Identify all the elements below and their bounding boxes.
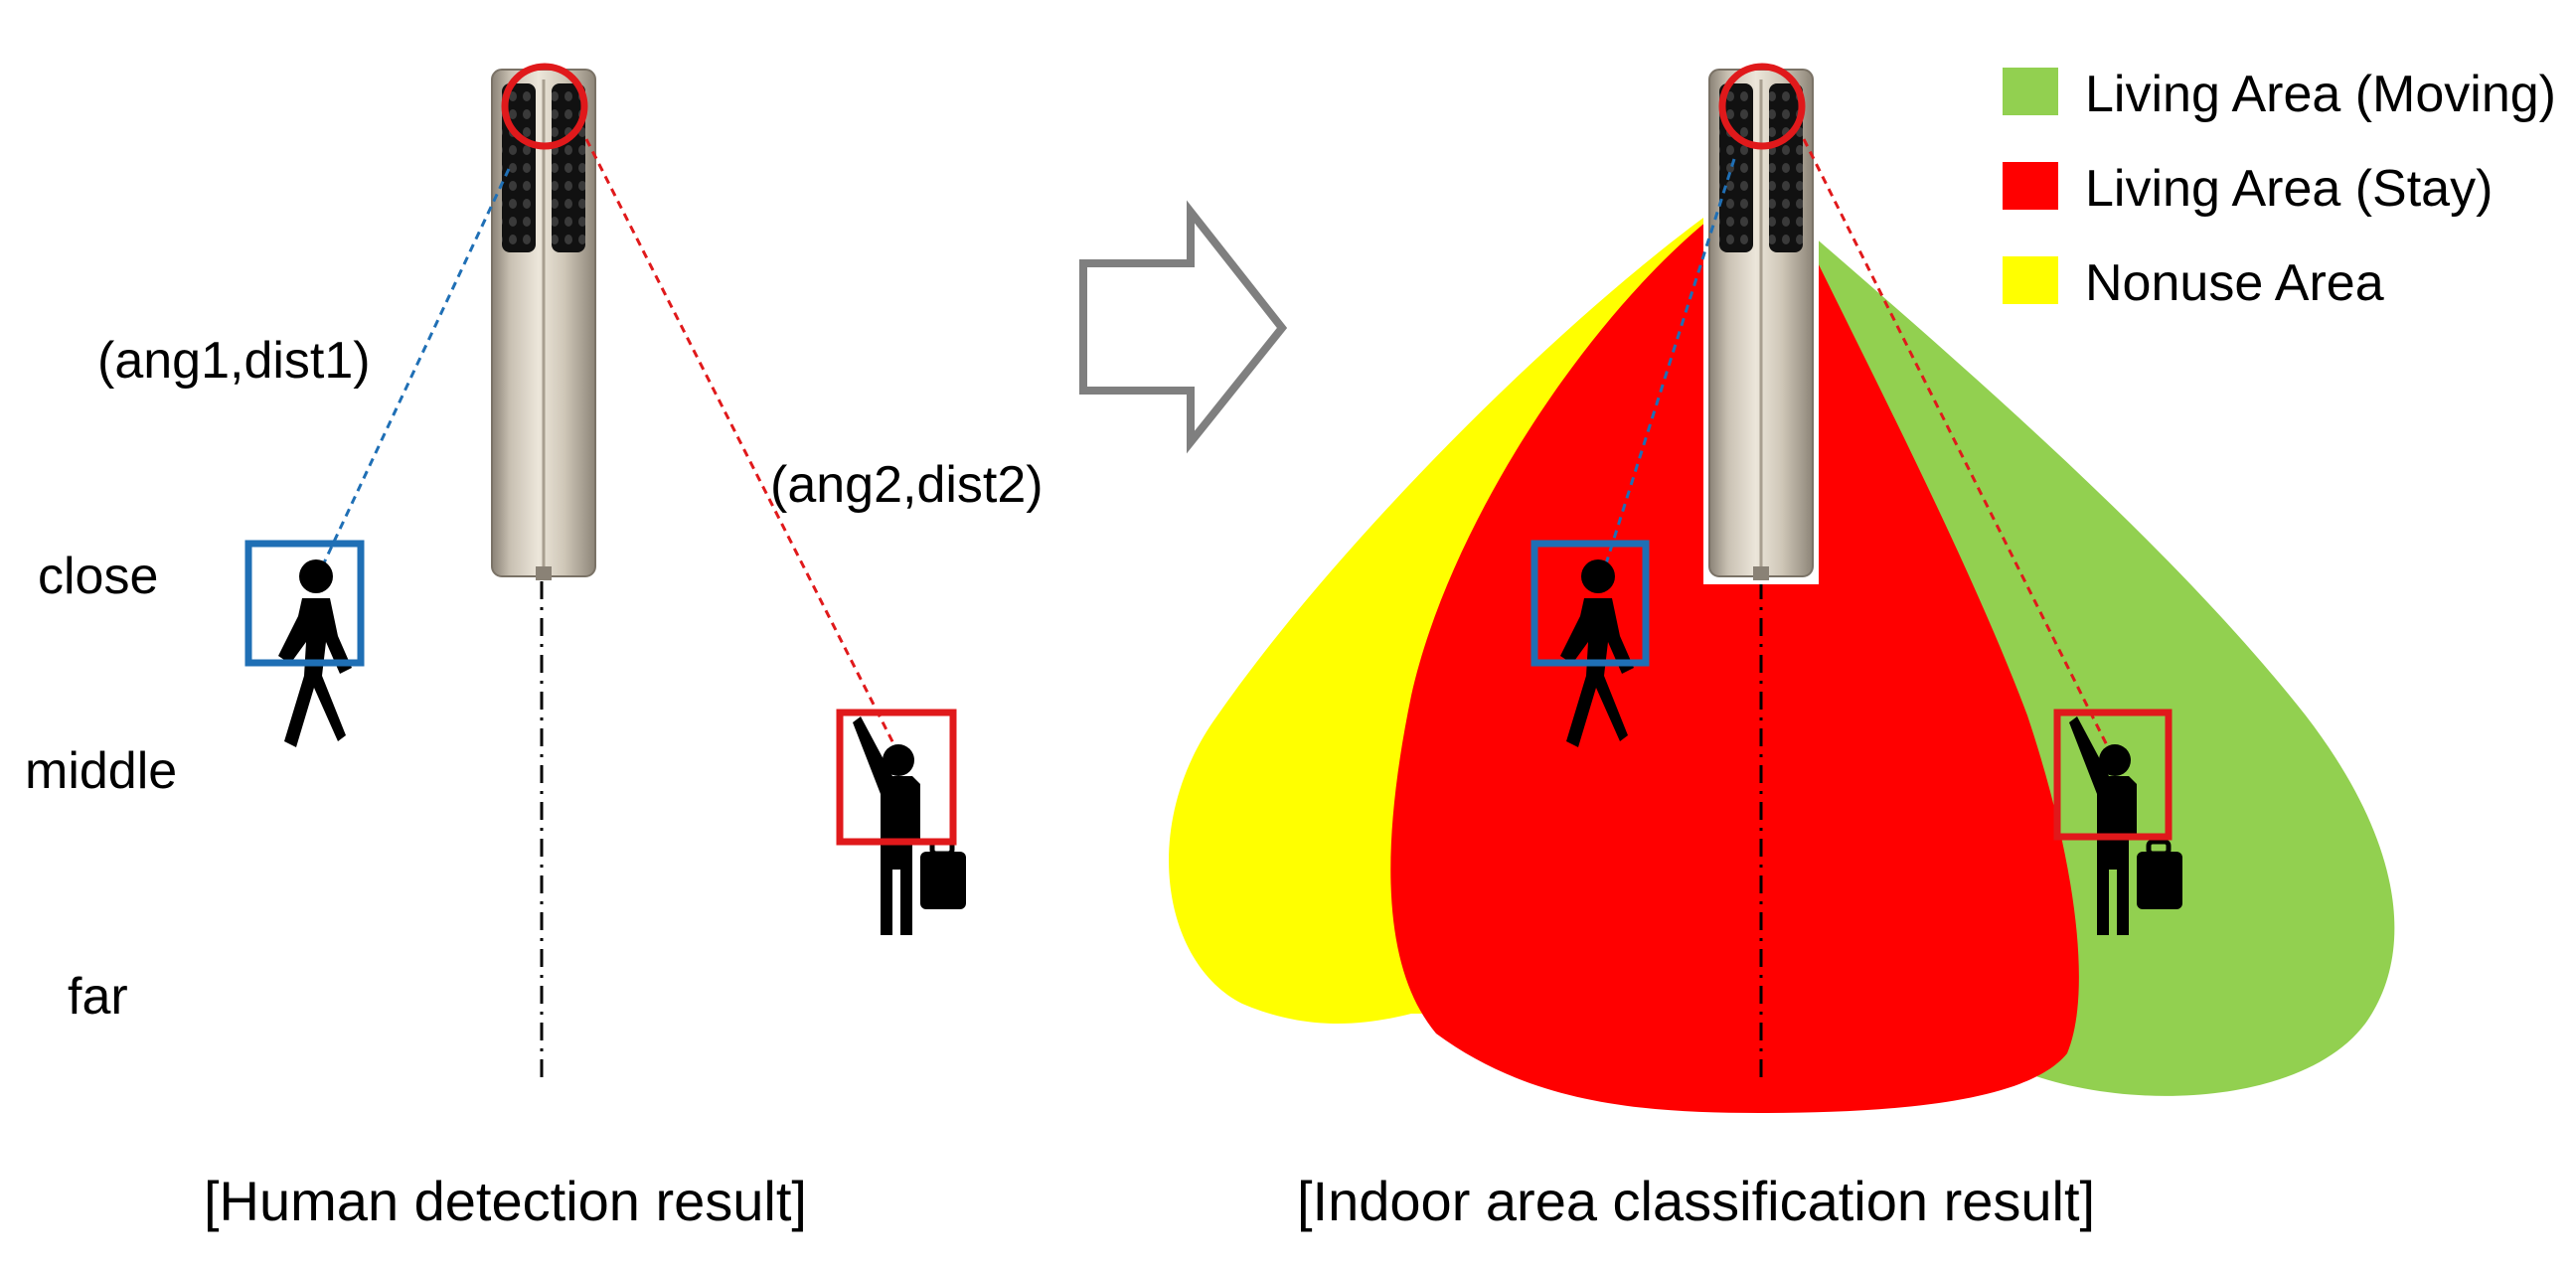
legend: Living Area (Moving) Living Area (Stay) …: [2003, 66, 2556, 312]
walking-person-icon: [278, 559, 352, 747]
legend-swatch-nonuse: [2003, 256, 2058, 304]
distance-label-middle: middle: [25, 742, 177, 800]
right-panel: Living Area (Moving) Living Area (Stay) …: [1169, 63, 2556, 1232]
right-arrow-outline-icon: [1079, 200, 1288, 454]
detection-box-red: [836, 709, 957, 846]
detection-line-2-right: [1802, 138, 2114, 756]
detection-line-1: [318, 168, 511, 572]
distance-label-far: far: [68, 968, 128, 1026]
detection-box-red-right: [2053, 709, 2173, 841]
legend-label-nonuse: Nonuse Area: [2085, 254, 2384, 312]
sensor-highlight-circle: [501, 63, 588, 150]
legend-swatch-moving: [2003, 68, 2058, 115]
left-caption: [Human detection result]: [204, 1170, 807, 1232]
right-caption: [Indoor area classification result]: [1297, 1170, 2095, 1232]
left-panel: (ang1,dist1) (ang2,dist2) close middle f…: [25, 63, 1044, 1232]
detection-box-blue: [244, 540, 365, 667]
waving-person-with-briefcase-icon: [853, 716, 966, 935]
coord-label-1: (ang1,dist1): [97, 332, 371, 390]
coord-label-2: (ang2,dist2): [770, 456, 1044, 514]
detection-line-2: [584, 138, 901, 756]
living-area-stay-region: [1390, 204, 2079, 1113]
detection-box-blue-right: [1530, 540, 1650, 667]
legend-label-stay: Living Area (Stay): [2085, 160, 2493, 218]
legend-swatch-stay: [2003, 162, 2058, 210]
legend-label-moving: Living Area (Moving): [2085, 66, 2556, 123]
distance-label-close: close: [38, 548, 158, 605]
sensor-highlight-circle-right: [1718, 63, 1806, 150]
detection-line-1-right: [1600, 158, 1736, 577]
